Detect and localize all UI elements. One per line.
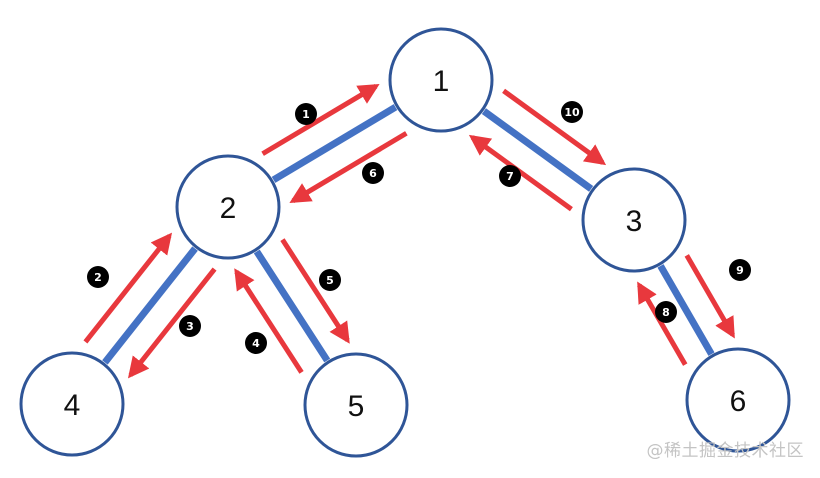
badge-label: 7 (506, 170, 514, 183)
node-label: 5 (348, 390, 365, 423)
tree-node-4: 4 (19, 351, 125, 457)
badge-label: 3 (186, 320, 194, 333)
badge-label: 6 (369, 167, 377, 180)
badge-circle (655, 301, 677, 323)
tree-node-2: 2 (175, 154, 281, 260)
watermark: @稀土掘金技术社区 (646, 441, 804, 461)
node-label: 1 (433, 65, 450, 98)
node-label: 2 (220, 192, 237, 225)
step-badge-6: 6 (362, 162, 384, 184)
node-label: 6 (730, 385, 747, 418)
tree-node-6: 6 (685, 347, 791, 453)
traversal-arrow-2 (127, 267, 217, 379)
badge-label: 5 (326, 274, 334, 287)
step-badge-10: 10 (561, 101, 583, 123)
traversal-arrows (83, 84, 735, 379)
node-circle (388, 27, 494, 133)
traversal-arrow-8 (684, 254, 735, 339)
badge-label: 1 (302, 108, 310, 121)
badge-circle (319, 269, 341, 291)
badge-circle (179, 315, 201, 337)
badge-label: 10 (564, 106, 580, 119)
traversal-arrow-7 (502, 88, 607, 166)
edge-2-4 (102, 246, 198, 365)
step-badge-5: 5 (319, 269, 341, 291)
step-badge-1: 1 (295, 103, 317, 125)
traversal-arrow-9 (637, 281, 688, 366)
traversal-arrow-1 (289, 131, 408, 203)
badge-circle (362, 162, 384, 184)
tree-node-3: 3 (581, 167, 687, 273)
badge-circle (561, 101, 583, 123)
node-circle (19, 351, 125, 457)
badge-circle (87, 266, 109, 288)
step-badge-7: 7 (499, 165, 521, 187)
tree-node-1: 1 (388, 27, 494, 133)
step-badge-2: 2 (87, 266, 109, 288)
node-circle (175, 154, 281, 260)
node-circle (303, 352, 409, 458)
edge-1-3 (481, 108, 594, 192)
edge-1-2 (271, 104, 398, 183)
node-label: 3 (626, 205, 643, 238)
badge-circle (499, 165, 521, 187)
tree-node-5: 5 (303, 352, 409, 458)
badge-circle (295, 103, 317, 125)
badge-label: 4 (252, 337, 260, 350)
edge-2-5 (253, 249, 331, 363)
tree-nodes: 1 2 3 4 5 6 (19, 27, 791, 458)
badge-label: 8 (662, 306, 670, 319)
step-badge-8: 8 (655, 301, 677, 323)
tree-edges (102, 104, 715, 365)
traversal-arrow-6 (261, 84, 380, 156)
step-badge-3: 3 (179, 315, 201, 337)
step-badges: 1 2 3 4 5 6 7 8 9 10 (87, 101, 751, 354)
badge-circle (245, 332, 267, 354)
traversal-arrow-5 (234, 268, 304, 374)
node-circle (685, 347, 791, 453)
traversal-arrow-3 (83, 232, 173, 344)
step-badge-4: 4 (245, 332, 267, 354)
node-label: 4 (64, 389, 81, 422)
traversal-arrow-4 (280, 238, 350, 344)
badge-label: 9 (736, 264, 744, 277)
badge-circle (729, 259, 751, 281)
edge-3-6 (657, 264, 715, 356)
badge-label: 2 (94, 271, 102, 284)
node-circle (581, 167, 687, 273)
traversal-arrow-10 (468, 134, 573, 212)
step-badge-9: 9 (729, 259, 751, 281)
